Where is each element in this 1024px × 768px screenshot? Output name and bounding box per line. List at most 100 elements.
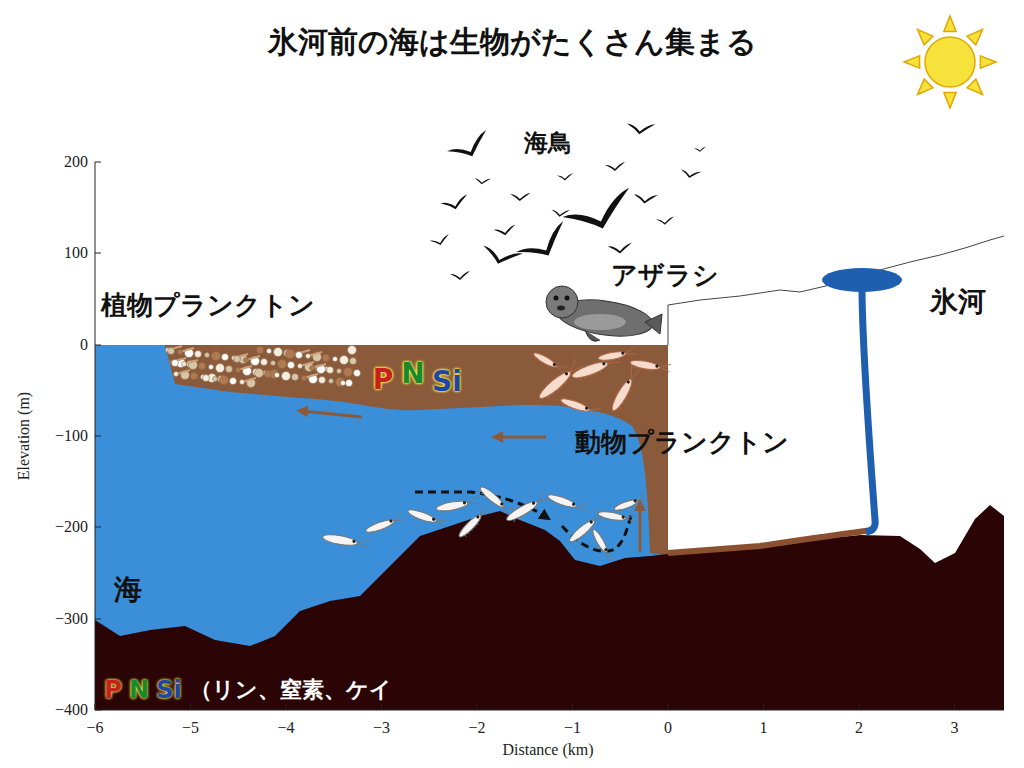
tick-label: −5 <box>182 719 199 737</box>
phytoplankton-cell <box>306 354 311 359</box>
krill <box>504 491 551 525</box>
axis-tick <box>572 704 573 710</box>
phytoplankton-cell <box>296 352 303 359</box>
tick-label: 0 <box>664 719 672 737</box>
axis-tick <box>954 704 955 710</box>
flow-arrow <box>497 436 546 439</box>
phytoplankton-cell <box>329 379 334 384</box>
axis-tick <box>477 704 478 710</box>
phytoplankton-cell <box>230 378 237 385</box>
tick-label: −100 <box>55 427 88 445</box>
tick-label: −400 <box>55 701 88 719</box>
krill <box>477 483 515 517</box>
phytoplankton-cell <box>348 346 357 355</box>
seabed <box>95 505 1004 710</box>
phytoplankton-cell <box>271 361 276 366</box>
nutrient-symbol: N <box>129 677 149 703</box>
nutrient-symbol: Si <box>432 367 462 398</box>
seabird <box>450 271 470 280</box>
phytoplankton-cell <box>195 351 202 358</box>
axis-line <box>95 162 1004 710</box>
seabird <box>513 221 574 268</box>
tick-label: −6 <box>86 719 103 737</box>
sun <box>904 16 996 108</box>
nutrient-symbol: P <box>104 677 122 703</box>
tick-label: 1 <box>760 719 768 737</box>
flow-arrow <box>302 411 362 417</box>
organism-label: 動物プランクトン <box>575 428 789 457</box>
phytoplankton-cell <box>178 350 183 355</box>
phytoplankton-cell <box>341 381 346 386</box>
axis-tick <box>190 704 191 710</box>
phytoplankton-cell <box>209 365 214 370</box>
tick-label: 100 <box>64 244 88 262</box>
axis-tick <box>95 527 101 528</box>
axis-title: Elevation (m) <box>15 392 33 480</box>
krill <box>535 358 585 403</box>
phytoplankton-cell <box>340 356 349 365</box>
phytoplankton-cell <box>310 366 315 371</box>
krill <box>435 496 479 514</box>
phytoplankton-cell <box>302 376 307 381</box>
phytoplankton-cell <box>344 368 353 377</box>
phytoplankton-cell <box>222 354 229 361</box>
nutrient-symbol: P <box>373 365 394 396</box>
glacier-label: 氷河 <box>930 287 986 318</box>
animal-label: アザラシ <box>611 261 719 290</box>
krill <box>559 395 601 419</box>
axis-tick <box>668 704 669 710</box>
tick-label: 0 <box>80 336 88 354</box>
tick-label: −200 <box>55 518 88 536</box>
phytoplankton-cell <box>346 380 353 387</box>
phytoplankton-cell <box>298 364 303 369</box>
krill <box>597 509 636 525</box>
seabird <box>510 191 531 202</box>
nutrient-symbol: Si <box>156 677 182 703</box>
phytoplankton-cell <box>213 377 218 382</box>
krill <box>322 531 371 551</box>
phytoplankton-cell <box>261 359 268 366</box>
krill <box>456 504 492 540</box>
seabird <box>479 240 523 271</box>
axis-tick <box>763 704 764 710</box>
axis-tick <box>381 704 382 710</box>
tick-label: 3 <box>951 719 959 737</box>
glacier-front <box>668 305 669 345</box>
seabird <box>625 119 655 136</box>
seabird <box>557 173 573 180</box>
krill <box>607 365 642 413</box>
organism-label: 植物プランクトン <box>101 291 315 320</box>
axis-tick <box>95 619 101 620</box>
diagram-title: 氷河前の海は生物がたくさん集まる <box>268 22 757 63</box>
tick-label: 200 <box>64 153 88 171</box>
flow-arrow <box>639 505 642 552</box>
phytoplankton-cell <box>354 370 361 377</box>
axis-tick <box>95 436 101 437</box>
seabird <box>605 162 625 171</box>
seabird <box>445 130 493 164</box>
animal-label: 海鳥 <box>524 130 572 156</box>
meltwater-lake <box>822 268 902 292</box>
phytoplankton-cell <box>226 366 233 373</box>
seabird <box>493 224 516 236</box>
phytoplankton-cell <box>257 347 264 354</box>
axis-title: Distance (km) <box>502 741 593 759</box>
axis-tick <box>95 710 101 711</box>
tick-label: −4 <box>277 719 294 737</box>
axis-tick <box>859 704 860 710</box>
seabird <box>680 167 702 181</box>
seal <box>546 286 662 342</box>
seabird <box>440 194 470 211</box>
phytoplankton-cell <box>244 358 249 363</box>
phytoplankton-cell <box>240 380 245 385</box>
subglacial-channel <box>668 530 874 553</box>
krill <box>590 527 615 562</box>
seabird <box>608 243 632 254</box>
moulin <box>862 286 875 532</box>
phytoplankton-cell <box>274 348 283 357</box>
phytoplankton-cluster <box>166 346 361 388</box>
phytoplankton-cell <box>216 364 225 373</box>
phytoplankton-cell <box>172 360 179 367</box>
tick-label: 2 <box>855 719 863 737</box>
